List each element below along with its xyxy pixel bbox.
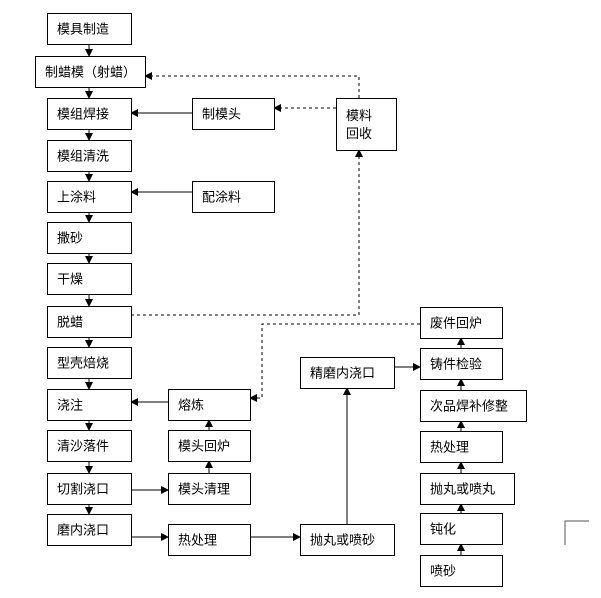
node-box [47,222,132,254]
node-cut-gate: 切割浇口 [47,473,132,505]
node-make-head: 制模头 [192,98,275,130]
node-wax-make: 制蜡模（射蜡） [35,56,146,88]
node-label: 型壳焙烧 [57,357,109,372]
node-heat-treat2: 热处理 [420,431,503,463]
node-head-return: 模头回炉 [168,430,251,462]
node-label: 制模头 [202,108,241,123]
node-grind-gate: 磨内浇口 [47,514,132,546]
node-box [47,98,132,130]
node-head-clean: 模头清理 [168,473,251,505]
node-label: 配涂料 [202,190,241,206]
node-label: 次品焊补修整 [430,399,508,415]
node-label: 模头清理 [178,483,230,498]
node-pour: 浇注 [47,389,132,421]
node-box [47,263,132,295]
node-label: 脱蜡 [57,316,83,331]
node-label: 制蜡模（射蜡） [45,65,136,81]
node-label: 模具制造 [57,23,109,38]
node-label: 热处理 [430,441,469,456]
node-box [47,13,132,45]
node-label: 精磨内浇口 [310,366,375,382]
node-label: 抛丸或喷砂 [310,534,375,549]
edge-scrap-return-to-melt [249,323,420,402]
node-box [420,390,527,422]
node-dry: 干燥 [47,263,132,295]
node-label: 熔炼 [178,399,204,414]
edge-wax-recycle-to-wax-make [144,72,360,98]
node-shot-blast1: 抛丸或喷砂 [300,524,395,556]
node-box [35,56,146,88]
node-coat: 上涂料 [47,181,132,213]
node-label: 模料 [346,109,372,124]
node-mix-coat: 配涂料 [192,181,275,213]
node-sand: 撒砂 [47,222,132,254]
node-label: 热处理 [178,534,217,549]
node-heat-treat1: 热处理 [168,524,251,556]
node-label: 撒砂 [57,231,83,247]
node-label: 废件回炉 [430,316,482,332]
node-box [47,181,132,213]
node-box [47,514,132,546]
node-box [300,357,395,389]
node-box [192,181,275,213]
node-mold-make: 模具制造 [47,13,132,45]
node-mold-clean: 模组清洗 [47,140,132,172]
node-label: 切割浇口 [57,482,109,498]
node-label: 模组焊接 [57,107,109,123]
node-box [47,389,132,421]
node-box [420,431,503,463]
corner-mark [564,520,589,545]
node-passivate: 钝化 [420,513,503,545]
node-box [420,348,503,380]
node-label: 铸件检验 [430,357,482,373]
node-box [420,473,515,505]
node-label: 磨内浇口 [57,523,109,539]
node-inspect: 铸件检验 [420,348,503,380]
node-label: 干燥 [57,273,83,288]
node-box [420,307,503,339]
node-box [336,98,397,151]
node-box [47,473,132,505]
node-shell-bake: 型壳焙烧 [47,347,132,379]
node-box [192,98,275,130]
node-box [168,524,251,556]
node-label: 抛丸或喷丸 [430,483,495,498]
node-label: 清沙落件 [57,440,109,455]
node-sand-drop: 清沙落件 [47,430,132,462]
node-dewax: 脱蜡 [47,306,132,338]
node-box [47,347,132,379]
node-label: 上涂料 [57,190,96,206]
node-melt: 熔炼 [168,389,251,421]
node-label: 钝化 [430,523,456,538]
node-repair: 次品焊补修整 [420,390,527,422]
node-box [168,473,251,505]
node-box [168,389,251,421]
node-box [47,306,132,338]
node-shot-blast2: 抛丸或喷丸 [420,473,515,505]
node-box [420,513,503,545]
edges-layer [85,44,465,555]
node-label: 回收 [346,127,372,142]
node-box [300,524,395,556]
node-label: 喷砂 [430,565,456,580]
node-fine-grind: 精磨内浇口 [300,357,395,389]
node-scrap-return: 废件回炉 [420,307,503,339]
node-box [47,430,132,462]
node-label: 模头回炉 [178,440,230,455]
node-sandblast: 喷砂 [420,555,503,587]
node-label: 模组清洗 [57,150,109,165]
node-label: 浇注 [57,399,83,414]
edge-dewax-to-wax-recycle [131,149,363,316]
node-box [47,140,132,172]
node-box [420,555,503,587]
node-box [168,430,251,462]
node-mold-weld: 模组焊接 [47,98,132,130]
